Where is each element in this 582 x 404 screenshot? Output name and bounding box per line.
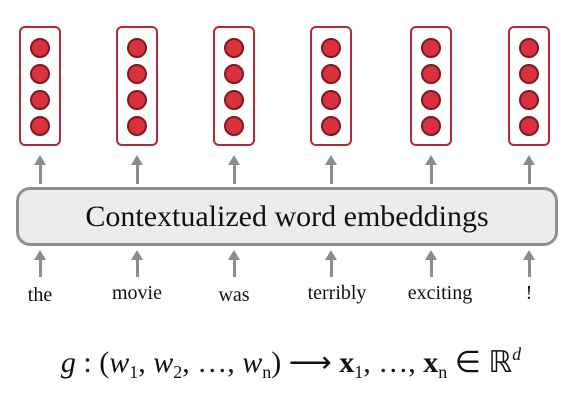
embedding-vector-movie (116, 26, 158, 146)
formula-comma: , (182, 346, 198, 379)
token-the: the (27, 284, 53, 306)
up-arrow-icon (131, 250, 143, 277)
vector-cell (224, 90, 244, 110)
formula-sub: 2 (173, 362, 183, 382)
vector-cell (127, 116, 147, 136)
formula-sub: 1 (129, 362, 139, 382)
formula-sub: n (438, 362, 448, 382)
formula-sub: n (262, 362, 272, 382)
formula-x: x (423, 346, 439, 379)
up-arrow-icon (228, 155, 240, 184)
formula-comma: , (363, 346, 379, 379)
token-exciting: exciting (407, 282, 473, 304)
vector-cell (30, 116, 50, 136)
formula-w: w (109, 346, 130, 379)
formula-w: w (153, 346, 174, 379)
vector-cell (519, 90, 539, 110)
formula-comma: , (138, 346, 154, 379)
vector-cell (519, 116, 539, 136)
up-arrow-icon (523, 250, 535, 277)
vector-cell (519, 38, 539, 58)
up-arrow-icon (325, 155, 337, 184)
up-arrow-icon (34, 250, 46, 277)
vector-cell (127, 38, 147, 58)
vector-cell (421, 64, 441, 84)
formula-x: x (339, 346, 355, 379)
embedding-vector-terribly (310, 26, 352, 146)
formula-w: w (242, 346, 263, 379)
formula-comma: , (227, 346, 243, 379)
formula-open-paren: ( (99, 346, 110, 379)
token-exclamation: ! (525, 282, 533, 304)
mapping-formula: g : (w1, w2, …, wn) ⟶ x1, …, xn ∈ ℝd (0, 344, 582, 383)
formula-close-paren: ) (271, 346, 282, 379)
formula-in: ∈ (447, 346, 489, 379)
vector-cell (321, 64, 341, 84)
vector-cell (30, 90, 50, 110)
up-arrow-icon (325, 250, 337, 277)
up-arrow-icon (523, 155, 535, 184)
vector-cell (321, 116, 341, 136)
vector-cell (421, 116, 441, 136)
token-movie: movie (112, 282, 162, 304)
vector-cell (224, 38, 244, 58)
vector-cell (224, 64, 244, 84)
up-arrow-icon (228, 250, 240, 277)
vector-cell (519, 64, 539, 84)
up-arrow-icon (131, 155, 143, 184)
vector-cell (321, 90, 341, 110)
embedding-vector-the (19, 26, 61, 146)
vector-cell (421, 38, 441, 58)
token-terribly: terribly (307, 282, 367, 304)
formula-sub: 1 (354, 362, 364, 382)
formula-ellipsis: … (197, 346, 228, 379)
vector-cell (127, 90, 147, 110)
vector-cell (30, 38, 50, 58)
embedding-vector-exclamation (508, 26, 550, 146)
formula-comma: , (408, 346, 424, 379)
vector-cell (127, 64, 147, 84)
formula-function: g (60, 346, 76, 379)
formula-colon: : (75, 346, 100, 379)
contextualized-embeddings-box: Contextualized word embeddings (16, 187, 558, 246)
vector-cell (421, 90, 441, 110)
up-arrow-icon (425, 250, 437, 277)
formula-dim: d (512, 344, 522, 364)
formula-reals: ℝ (488, 346, 513, 379)
vector-cell (321, 38, 341, 58)
embedding-vector-exciting (410, 26, 452, 146)
up-arrow-icon (34, 155, 46, 184)
token-was: was (218, 284, 250, 306)
embedding-vector-was (213, 26, 255, 146)
up-arrow-icon (425, 155, 437, 184)
vector-cell (30, 64, 50, 84)
vector-cell (224, 116, 244, 136)
formula-arrow: ⟶ (281, 346, 340, 379)
formula-ellipsis: … (378, 346, 409, 379)
